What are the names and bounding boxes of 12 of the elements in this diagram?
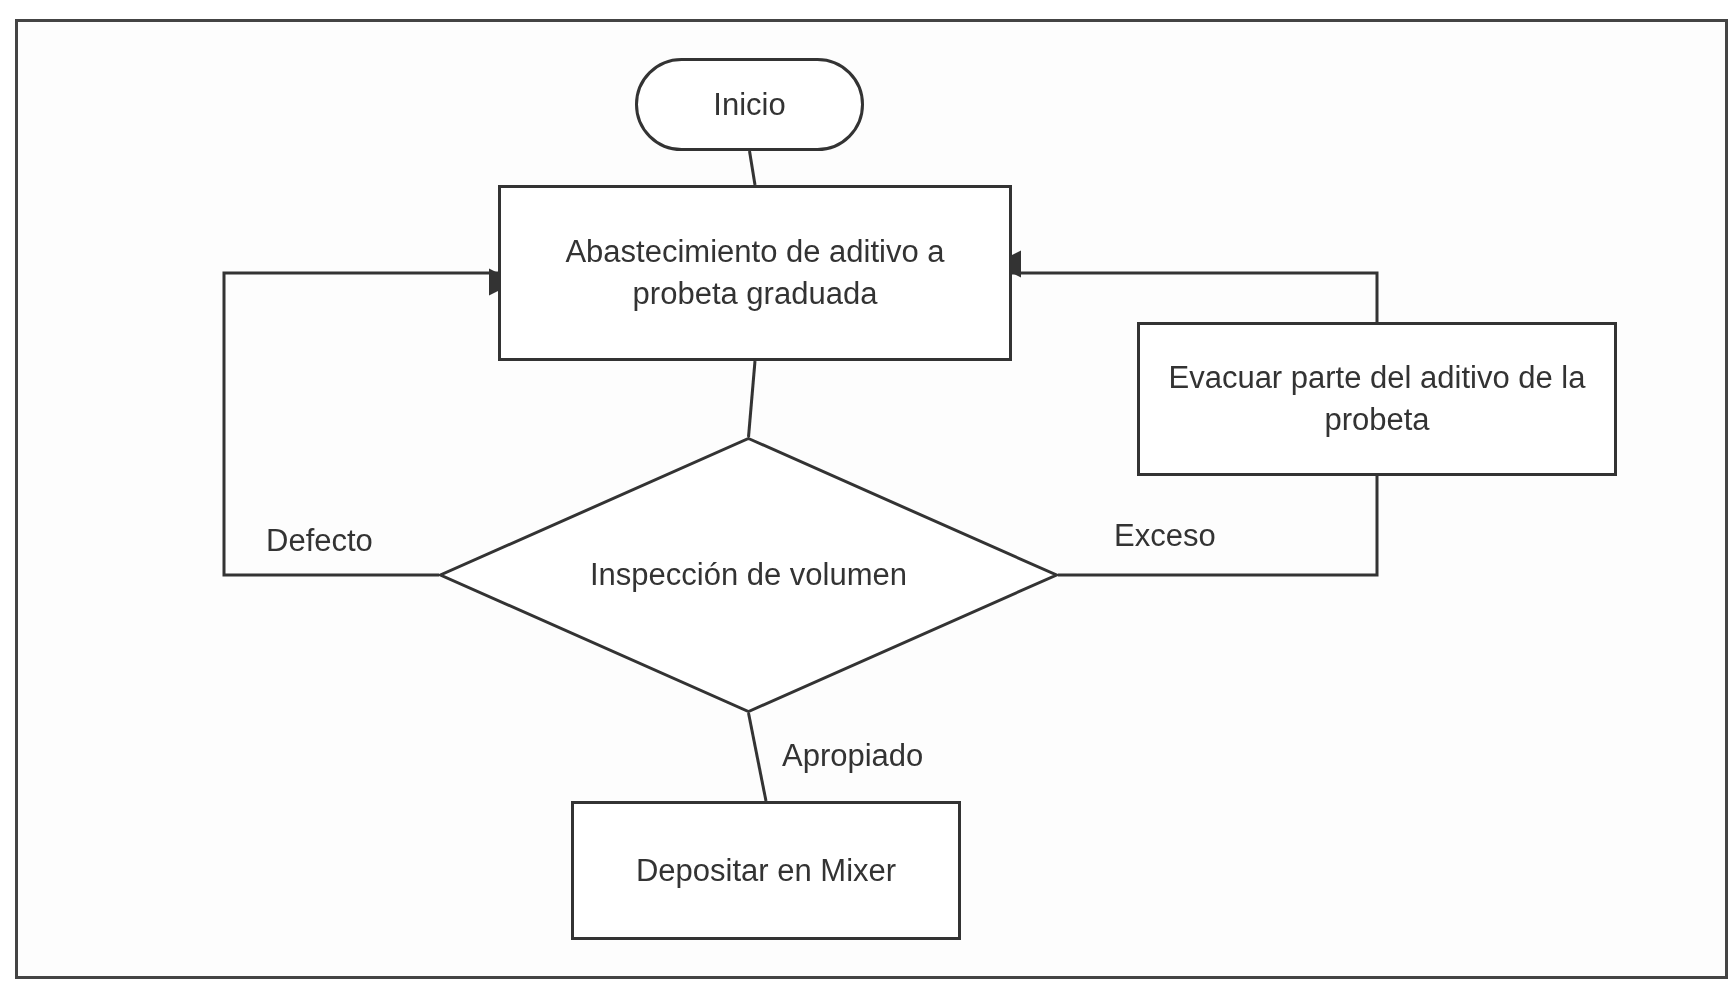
connector-line (1058, 476, 1379, 577)
process-box (1137, 322, 1617, 476)
connector-line (747, 712, 768, 802)
node-text: Depositar en Mixer (635, 851, 897, 890)
connector-line (748, 150, 757, 186)
node-text: Evacuar parte del aditivo de la probeta (1167, 359, 1587, 439)
node-text: Abastecimiento de aditivo a probeta graduada (564, 233, 946, 313)
connector-line (747, 360, 757, 438)
process-box (498, 185, 1012, 361)
node-text: Inspección de volumen (589, 556, 908, 595)
process-box (571, 801, 961, 940)
node-text: Inicio (713, 85, 786, 124)
